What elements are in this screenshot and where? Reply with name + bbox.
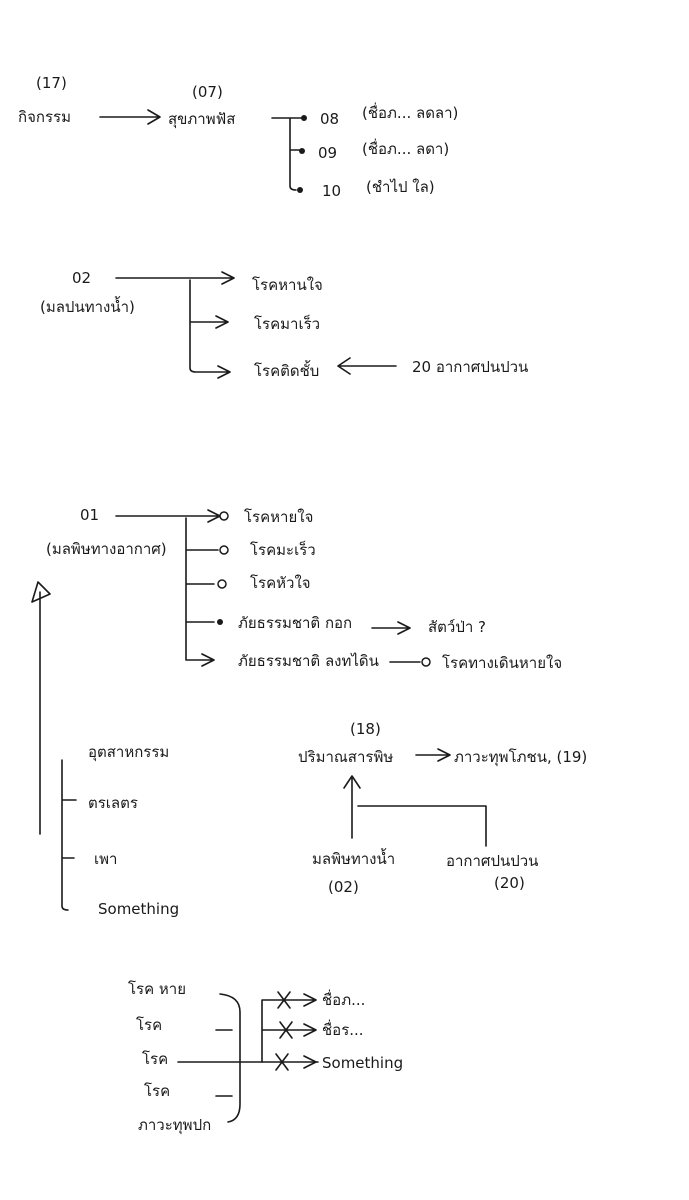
activities-label: กิจกรรม bbox=[18, 108, 71, 126]
source-item-2: ตรเลตร bbox=[88, 794, 138, 812]
air-pollution-item-5: ภัยธรรมชาติ ลงทไดิน bbox=[238, 652, 379, 670]
arrow-item4-to-wildlife bbox=[371, 621, 411, 635]
disease-bracket bbox=[177, 993, 319, 1123]
water-pollution-bracket bbox=[115, 271, 235, 379]
water-pollution-item-3: โรคติดชั้บ bbox=[254, 360, 319, 380]
air-pollution-number: 01 bbox=[80, 506, 99, 524]
disease-target-2: ชื่อร... bbox=[322, 1019, 364, 1039]
section-air-pollution: 01 (มลพิษทางอากาศ) โรคหายใจ โรคมะเร็ว โร… bbox=[46, 506, 562, 672]
cross-mark-2 bbox=[279, 1021, 293, 1039]
source-item-4: Something bbox=[98, 900, 179, 918]
air-pollution-item-1: โรคหายใจ bbox=[244, 508, 313, 526]
wildlife-label: สัตว์ป่า ? bbox=[428, 618, 486, 636]
disease-item-1: โรค หาย bbox=[128, 980, 186, 998]
health-leaf-number-1: 08 bbox=[320, 110, 339, 128]
source-item-1: อุตสาหกรรม bbox=[88, 743, 169, 762]
section-toxic-amount: (18) ปริมาณสารพิษ ภาวะทุพโภชน, (19) มลพิ… bbox=[298, 720, 587, 896]
respiratory-label: โรคทางเดินหายใจ bbox=[442, 654, 562, 672]
cross-mark-3 bbox=[275, 1053, 289, 1071]
health-leaf-label-1: (ชื่อภ... ลดลา) bbox=[362, 102, 458, 122]
activities-number: (17) bbox=[36, 74, 67, 92]
health-leaf-number-2: 09 bbox=[318, 144, 337, 162]
air-source-number: (20) bbox=[494, 874, 525, 892]
arrow-sources-to-toxic bbox=[343, 775, 487, 847]
water-pollution-item-1: โรคหานใจ bbox=[252, 276, 323, 294]
water-pollution-source-label: มลพิษทางน้ำ bbox=[312, 848, 395, 868]
disease-target-3: Something bbox=[322, 1054, 403, 1072]
disease-item-2: โรค bbox=[136, 1016, 162, 1034]
health-leaf-label-3: (ชำไป ใล) bbox=[366, 178, 435, 196]
toxic-amount-number: (18) bbox=[350, 720, 381, 738]
air-source-label: อากาศปนปวน bbox=[446, 852, 538, 870]
air-pollution-item-2: โรคมะเร็ว bbox=[250, 540, 316, 559]
arrow-toxic-to-malnutrition bbox=[415, 748, 451, 762]
cross-mark-1 bbox=[277, 991, 291, 1009]
toxic-amount-label: ปริมาณสารพิษ bbox=[298, 748, 393, 766]
air-pollution-item-4: ภัยธรรมชาติ กอก bbox=[238, 614, 352, 632]
disease-item-4: โรค bbox=[144, 1082, 170, 1100]
malnutrition-label: ภาวะทุพโภชน, (19) bbox=[454, 748, 587, 767]
disease-item-5: ภาวะทุพปก bbox=[138, 1116, 211, 1135]
air-pollution-bracket bbox=[115, 509, 221, 667]
water-pollution-number: 02 bbox=[72, 269, 91, 287]
health-branch-bracket bbox=[271, 117, 303, 191]
section-water-pollution: 02 (มลปนทางน้ำ) โรคหานใจ โรคมาเร็ว โรคติ… bbox=[40, 269, 528, 380]
sources-arrow-up bbox=[31, 581, 77, 911]
water-pollution-label: (มลปนทางน้ำ) bbox=[40, 296, 135, 316]
disease-item-3: โรค bbox=[142, 1050, 168, 1068]
source-item-3: เพา bbox=[94, 850, 117, 868]
air-pollution-item-3: โรคหัวใจ bbox=[250, 574, 311, 592]
section-sources: อุตสาหกรรม ตรเลตร เพา Something bbox=[31, 581, 179, 918]
health-leaf-number-3: 10 bbox=[322, 182, 341, 200]
health-leaf-label-2: (ชื่อภ... ลดา) bbox=[362, 138, 449, 158]
air-pollution-label: (มลพิษทางอากาศ) bbox=[46, 540, 167, 558]
water-pollution-source-number: (02) bbox=[328, 878, 359, 896]
section-activities: (17) กิจกรรม (07) สุขภาพฟัส 08 (ชื่อภ...… bbox=[18, 74, 458, 200]
water-pollution-item-2: โรคมาเร็ว bbox=[254, 314, 320, 333]
section-diseases-matrix: โรค หาย โรค โรค โรค ภาวะทุพปก ชื่อภ... ช… bbox=[128, 980, 403, 1135]
health-label: สุขภาพฟัส bbox=[168, 110, 235, 129]
air-pollution-source-label: 20 อากาศปนปวน bbox=[412, 358, 528, 376]
arrow-activities-to-health bbox=[99, 109, 161, 125]
disease-target-1: ชื่อภ... bbox=[322, 989, 365, 1009]
arrow-air-to-infection bbox=[337, 357, 397, 375]
disease-target-branches bbox=[261, 993, 317, 1069]
health-number: (07) bbox=[192, 83, 223, 101]
